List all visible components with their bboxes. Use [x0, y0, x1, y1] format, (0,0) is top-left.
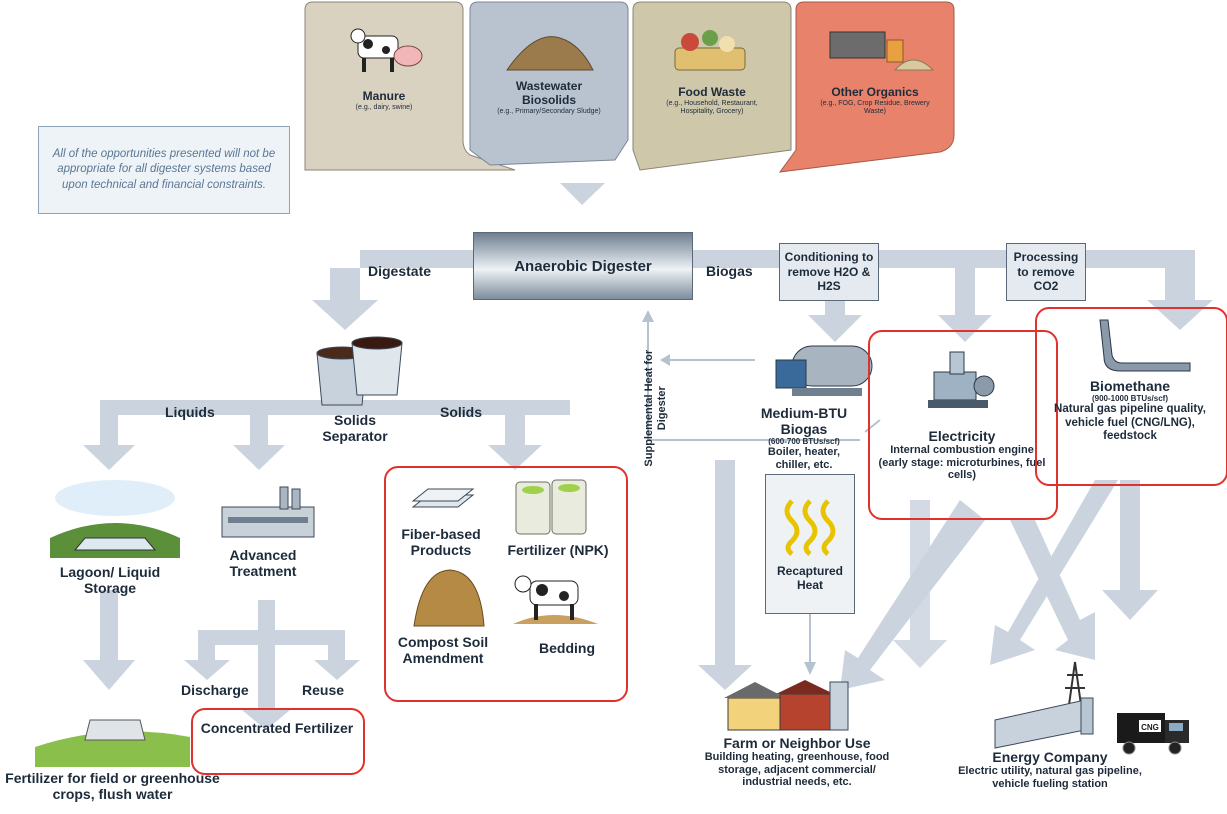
- biomethane: Biomethane (900-1000 BTUs/scf) Natural g…: [1040, 378, 1220, 443]
- concentrated-highlight: [191, 708, 365, 775]
- fiber-products-label: Fiber-based Products: [401, 526, 481, 559]
- source-manure-title: Manure: [362, 89, 406, 103]
- farm-buildings-icon: [724, 680, 849, 731]
- processing-label: Processing to remove CO2: [1013, 250, 1079, 294]
- cow-pig-icon: [350, 28, 423, 72]
- source-biosolids: Wastewater Biosolids (e.g., Primary/Seco…: [472, 79, 626, 116]
- source-manure-sub: (e.g., dairy, swine): [355, 103, 413, 111]
- source-manure-shape: [304, 1, 516, 171]
- source-organics-sub: (e.g., FOG, Crop Residue, Brewery Waste): [820, 99, 930, 115]
- energy-title: Energy Company: [992, 749, 1108, 765]
- compost-pile-icon: [413, 569, 485, 627]
- conditioning-label: Conditioning to remove H2O & H2S: [784, 250, 874, 294]
- medium-btu-desc: Boiler, heater, chiller, etc.: [767, 446, 841, 472]
- electricity-desc: Internal combustion engine (early stage:…: [878, 444, 1046, 482]
- fiber-products-icon: [411, 488, 475, 508]
- energy-desc: Electric utility, natural gas pipeline, …: [958, 765, 1142, 790]
- solids-separator-label: Solids Separator: [322, 412, 388, 445]
- concentrated-label: Concentrated Fertilizer: [200, 720, 354, 736]
- farm-title: Farm or Neighbor Use: [723, 735, 871, 751]
- field-icon: [35, 719, 190, 767]
- solids-label: Solids: [440, 404, 483, 420]
- energy-company: Energy Company Electric utility, natural…: [955, 749, 1145, 790]
- advanced-treatment-label: Advanced Treatment: [229, 547, 297, 580]
- food-waste-icon: [674, 30, 746, 71]
- separator-tanks-icon: [316, 336, 403, 406]
- source-organics: Other Organics (e.g., FOG, Crop Residue,…: [800, 85, 950, 116]
- farm-desc: Building heating, greenhouse, food stora…: [704, 751, 890, 789]
- electricity: Electricity Internal combustion engine (…: [872, 428, 1052, 482]
- recaptured-box: Recaptured Heat: [765, 474, 855, 614]
- biomethane-title: Biomethane: [1089, 378, 1171, 394]
- supplemental-heat-label: Supplemental Heat for Digester: [642, 349, 668, 467]
- biomethane-desc: Natural gas pipeline quality, vehicle fu…: [1054, 403, 1206, 442]
- treatment-plant-icon: [221, 486, 315, 538]
- recaptured-label: Recaptured Heat: [776, 563, 844, 592]
- truck-cng-label: CNG: [1141, 723, 1159, 732]
- bedding-label: Bedding: [539, 640, 595, 656]
- fertilizer-npk-label: Fertilizer (NPK): [507, 542, 609, 558]
- medium-btu: Medium-BTU Biogas (600-700 BTUs/scf) Boi…: [738, 405, 870, 472]
- electricity-highlight: [868, 330, 1058, 520]
- constraint-note: All of the opportunities presented will …: [38, 126, 290, 214]
- fertilizer-field-label: Fertilizer for field or greenhouse crops…: [5, 770, 220, 803]
- boiler-icon: [775, 345, 873, 396]
- source-biosolids-sub: (e.g., Primary/Secondary Sludge): [497, 107, 601, 115]
- solids-products-highlight: [384, 466, 628, 702]
- organics-icon: [829, 31, 935, 71]
- farm-use: Farm or Neighbor Use Building heating, g…: [662, 735, 932, 789]
- lagoon-icon: [50, 480, 180, 558]
- source-biosolids-shape: [469, 1, 629, 166]
- source-food-title: Food Waste: [678, 85, 746, 99]
- sludge-pile-icon: [506, 36, 594, 71]
- source-biosolids-title: Wastewater Biosolids: [515, 79, 583, 107]
- fertilizer-bags-icon: [515, 479, 587, 535]
- conditioning-box: Conditioning to remove H2O & H2S: [779, 243, 879, 301]
- source-manure: Manure (e.g., dairy, swine): [310, 89, 458, 112]
- discharge-label: Discharge: [181, 682, 249, 698]
- source-food: Food Waste (e.g., Household, Restaurant,…: [636, 85, 788, 116]
- digestate-label: Digestate: [368, 263, 432, 279]
- compost-label: Compost Soil Amendment: [397, 634, 489, 667]
- cow-icon: [513, 575, 598, 624]
- source-organics-title: Other Organics: [831, 85, 919, 99]
- source-food-sub: (e.g., Household, Restaurant, Hospitalit…: [666, 99, 758, 115]
- liquids-label: Liquids: [165, 404, 215, 420]
- lagoon-label: Lagoon/ Liquid Storage: [59, 564, 161, 597]
- electricity-title: Electricity: [928, 428, 996, 444]
- biomethane-range: (900-1000 BTUs/scf): [1091, 394, 1169, 404]
- medium-btu-title: Medium-BTU Biogas: [760, 405, 848, 438]
- source-organics-shape: [778, 1, 955, 173]
- source-food-shape: [632, 1, 792, 171]
- cng-truck-icon: CNG: [1117, 713, 1189, 755]
- engine-icon: [928, 351, 995, 408]
- reuse-label: Reuse: [302, 682, 345, 698]
- pipeline-icon: [1099, 319, 1191, 372]
- medium-btu-range: (600-700 BTUs/scf): [768, 437, 840, 447]
- heat-waves-icon: [784, 498, 836, 556]
- anaerobic-digester: Anaerobic Digester: [473, 232, 693, 300]
- biogas-label: Biogas: [706, 263, 753, 279]
- power-plant-icon: [994, 661, 1094, 749]
- processing-box: Processing to remove CO2: [1006, 243, 1086, 301]
